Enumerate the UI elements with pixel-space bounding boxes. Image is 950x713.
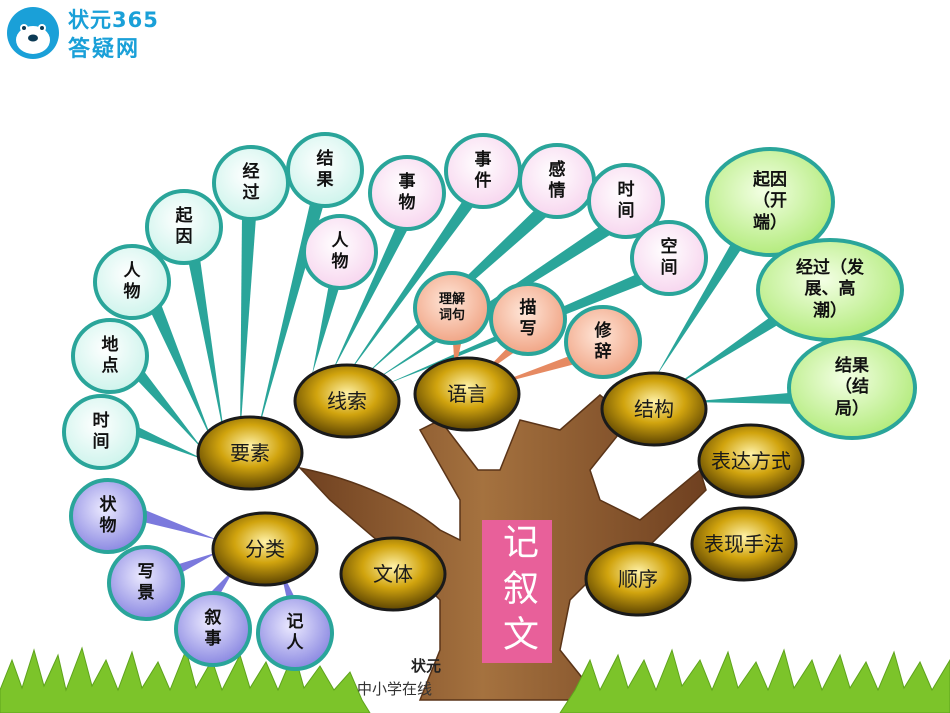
bubble-xushi [174, 591, 252, 667]
bubble-clue-renwu [302, 214, 378, 290]
site-logo[interactable]: 状元365 答疑网 [4, 2, 164, 64]
bubble-didian [71, 318, 149, 394]
node-yuyan [413, 356, 521, 432]
bubble-zhuangwu [69, 478, 147, 554]
bubble-clue-shijian [444, 133, 522, 209]
bubble-struct-qiyin [705, 147, 835, 257]
bubble-jingguo [212, 145, 290, 221]
bubble-struct-jingguo [756, 238, 904, 342]
dog-logo-icon [7, 7, 59, 59]
bubble-miaoxie [489, 282, 567, 356]
footer-brand: 状元 [411, 657, 442, 675]
bubble-shijian [62, 394, 140, 470]
bubble-xiuci [564, 305, 642, 379]
bubble-lijie [413, 271, 491, 345]
node-biaoxian [690, 506, 798, 582]
node-fenlei [211, 511, 319, 587]
bubble-jieguo [286, 132, 364, 208]
bubble-clue-shiwu [368, 155, 446, 231]
node-shunxu [584, 541, 692, 617]
logo-text-line1: 状元365 [68, 8, 159, 32]
node-wenti [339, 536, 447, 612]
grass [0, 646, 950, 713]
node-xiansuo [293, 363, 401, 439]
title-box: 记叙文 [482, 520, 552, 663]
bubble-clue-kongjian [630, 220, 708, 296]
page-title: 记叙文 [497, 522, 538, 661]
bubble-clue-ganqing [518, 143, 596, 219]
bubble-qiyin [145, 189, 223, 265]
bubble-struct-jieguo [787, 336, 917, 440]
logo-text-line2: 答疑网 [68, 37, 141, 62]
node-biaoda [697, 423, 805, 499]
bubble-clue-shijian2 [587, 163, 665, 239]
bubble-xiejing [107, 545, 185, 621]
structure-connectors [655, 228, 800, 404]
bubble-renwu [93, 244, 171, 320]
node-yaosu [196, 415, 304, 491]
footer-subtitle: 中小学在线 [357, 680, 433, 698]
bubble-jiren [256, 595, 334, 671]
node-jiegou [600, 371, 708, 447]
